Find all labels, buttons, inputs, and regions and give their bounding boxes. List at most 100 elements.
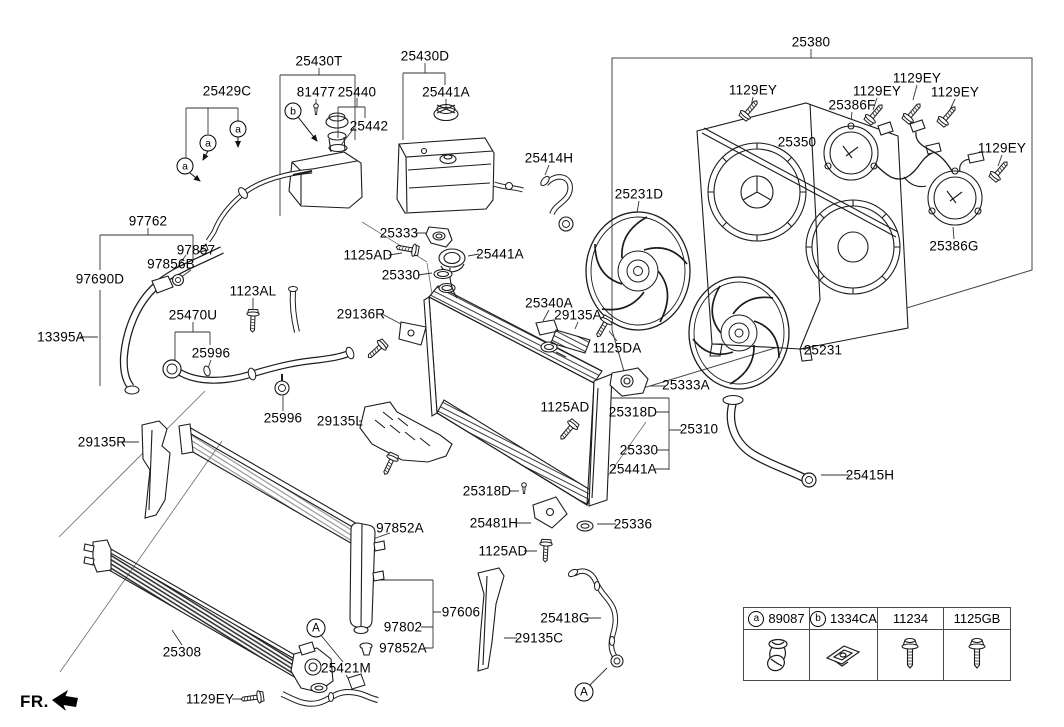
reservoir-25430t-drawing bbox=[281, 112, 363, 209]
motor-25386g-drawing bbox=[909, 119, 985, 226]
part-label-25310: 25310 bbox=[679, 421, 719, 437]
legend-cell-1125GB: 1125GB bbox=[943, 608, 1010, 630]
legend-callout-b: b bbox=[810, 610, 826, 627]
legend-icon-cell bbox=[944, 630, 1010, 680]
part-label-1123AL: 1123AL bbox=[229, 283, 277, 299]
air-guard-29135r-drawing bbox=[141, 420, 171, 519]
part-label-25333: 25333 bbox=[379, 225, 419, 241]
part-label-1125AD-3: 1125AD bbox=[478, 543, 528, 559]
part-label-25441A-2: 25441A bbox=[476, 246, 524, 262]
part-label-97606: 97606 bbox=[441, 604, 481, 620]
part-label-97857: 97857 bbox=[176, 242, 216, 258]
part-label-97802: 97802 bbox=[383, 619, 423, 635]
part-label-25429C: 25429C bbox=[202, 83, 252, 99]
spring-clip-icon bbox=[826, 645, 861, 667]
part-label-97852A: 97852A bbox=[376, 520, 424, 536]
thermostat-cluster-drawing bbox=[398, 226, 466, 346]
callout-a-1: a bbox=[229, 120, 247, 138]
callout-arrows bbox=[189, 116, 318, 182]
part-label-25996-2: 25996 bbox=[263, 410, 303, 426]
part-label-1129EY-6: 1129EY bbox=[185, 691, 235, 707]
part-label-25333A: 25333A bbox=[662, 377, 710, 393]
part-label-25441A-3: 25441A bbox=[609, 461, 657, 477]
legend-icon-cell bbox=[878, 630, 944, 680]
part-label-25231: 25231 bbox=[803, 342, 843, 358]
part-label-25350: 25350 bbox=[777, 134, 817, 150]
hose-25414h-drawing bbox=[540, 174, 574, 232]
part-label-1125AD: 1125AD bbox=[343, 247, 393, 263]
part-label-25330-2: 25330 bbox=[619, 442, 659, 458]
part-label-29135R: 29135R bbox=[77, 434, 127, 450]
fr-arrow-icon bbox=[51, 690, 78, 711]
fr-indicator: FR. bbox=[20, 688, 85, 712]
part-label-25470U: 25470U bbox=[168, 307, 218, 323]
fan-25231-drawing bbox=[688, 276, 790, 390]
part-label-29135L: 29135L bbox=[316, 413, 364, 429]
legend-table: a 89087 b 1334CA 11234 1125GB bbox=[743, 607, 1011, 681]
part-label-25440: 25440 bbox=[337, 84, 377, 100]
hose-25415h-drawing bbox=[722, 394, 817, 488]
legend-cell-89087: a 89087 bbox=[744, 608, 810, 630]
part-label-25430D: 25430D bbox=[400, 48, 450, 64]
part-label-25430T: 25430T bbox=[295, 53, 343, 69]
legend-part-number: 89087 bbox=[768, 611, 805, 626]
part-label-97852A-2: 97852A bbox=[379, 640, 427, 656]
part-label-1129EY-4: 1129EY bbox=[930, 84, 980, 100]
hose-25430d-outlet-drawing bbox=[493, 181, 524, 193]
bolt-icon bbox=[968, 637, 986, 669]
part-label-13395A: 13395A bbox=[37, 329, 85, 345]
part-label-1125DA: 1125DA bbox=[592, 340, 642, 356]
fr-label: FR. bbox=[20, 692, 49, 711]
part-label-25386G: 25386G bbox=[929, 238, 979, 254]
legend-part-number: 1334CA bbox=[830, 611, 877, 626]
part-label-25996: 25996 bbox=[191, 345, 231, 361]
legend-cell-11234: 11234 bbox=[877, 608, 944, 630]
part-label-29135C: 29135C bbox=[514, 630, 564, 646]
part-label-1125AD-2: 1125AD bbox=[540, 399, 590, 415]
part-label-1129EY: 1129EY bbox=[728, 82, 778, 98]
part-label-25414H: 25414H bbox=[524, 150, 574, 166]
part-label-29136R: 29136R bbox=[336, 306, 386, 322]
legend-callout-a: a bbox=[748, 610, 765, 627]
part-label-25418G: 25418G bbox=[540, 610, 590, 626]
motor-25386f-drawing bbox=[823, 121, 942, 188]
pin-clip-icon bbox=[766, 638, 788, 672]
aux-radiator-25308-drawing bbox=[83, 539, 334, 694]
legend-icon-cell bbox=[744, 630, 810, 680]
reservoir-25430d-drawing bbox=[396, 103, 495, 214]
part-label-25441A: 25441A bbox=[422, 84, 470, 100]
part-label-1129EY-3: 1129EY bbox=[892, 70, 942, 86]
radiator-25310-drawing bbox=[355, 282, 649, 546]
part-label-25318D: 25318D bbox=[608, 404, 658, 420]
callout-A-1: A bbox=[306, 618, 326, 638]
callout-a-2: a bbox=[199, 134, 217, 152]
leader-lines bbox=[80, 49, 1003, 700]
part-label-97762: 97762 bbox=[128, 213, 168, 229]
part-label-25330: 25330 bbox=[381, 267, 421, 283]
part-label-1129EY-2: 1129EY bbox=[852, 83, 902, 99]
part-label-97856B: 97856B bbox=[147, 256, 195, 272]
part-label-97690D: 97690D bbox=[75, 271, 125, 287]
part-label-25421M: 25421M bbox=[321, 660, 371, 676]
hose-25429c-drawing bbox=[197, 168, 313, 253]
callout-A-2: A bbox=[574, 682, 594, 702]
part-label-25308: 25308 bbox=[162, 644, 202, 660]
part-label-29135A: 29135A bbox=[554, 307, 602, 323]
fan-25231d-drawing bbox=[585, 211, 691, 331]
part-label-25336: 25336 bbox=[613, 516, 653, 532]
hose-97690d-drawing bbox=[119, 246, 224, 395]
under-cover-29135l-drawing bbox=[359, 401, 453, 463]
hose-25421m-drawing bbox=[280, 673, 379, 707]
legend-part-number: 11234 bbox=[892, 611, 929, 626]
hose-25470u-drawing bbox=[162, 286, 355, 396]
legend-icon-cell bbox=[810, 630, 878, 680]
part-label-25340A: 25340A bbox=[525, 295, 573, 311]
part-label-25318D-2: 25318D bbox=[462, 483, 512, 499]
part-label-25231D: 25231D bbox=[614, 186, 664, 202]
bolt-icon bbox=[901, 637, 920, 669]
part-label-25481H: 25481H bbox=[469, 515, 519, 531]
part-label-25380: 25380 bbox=[791, 34, 831, 50]
part-label-81477: 81477 bbox=[296, 84, 336, 100]
